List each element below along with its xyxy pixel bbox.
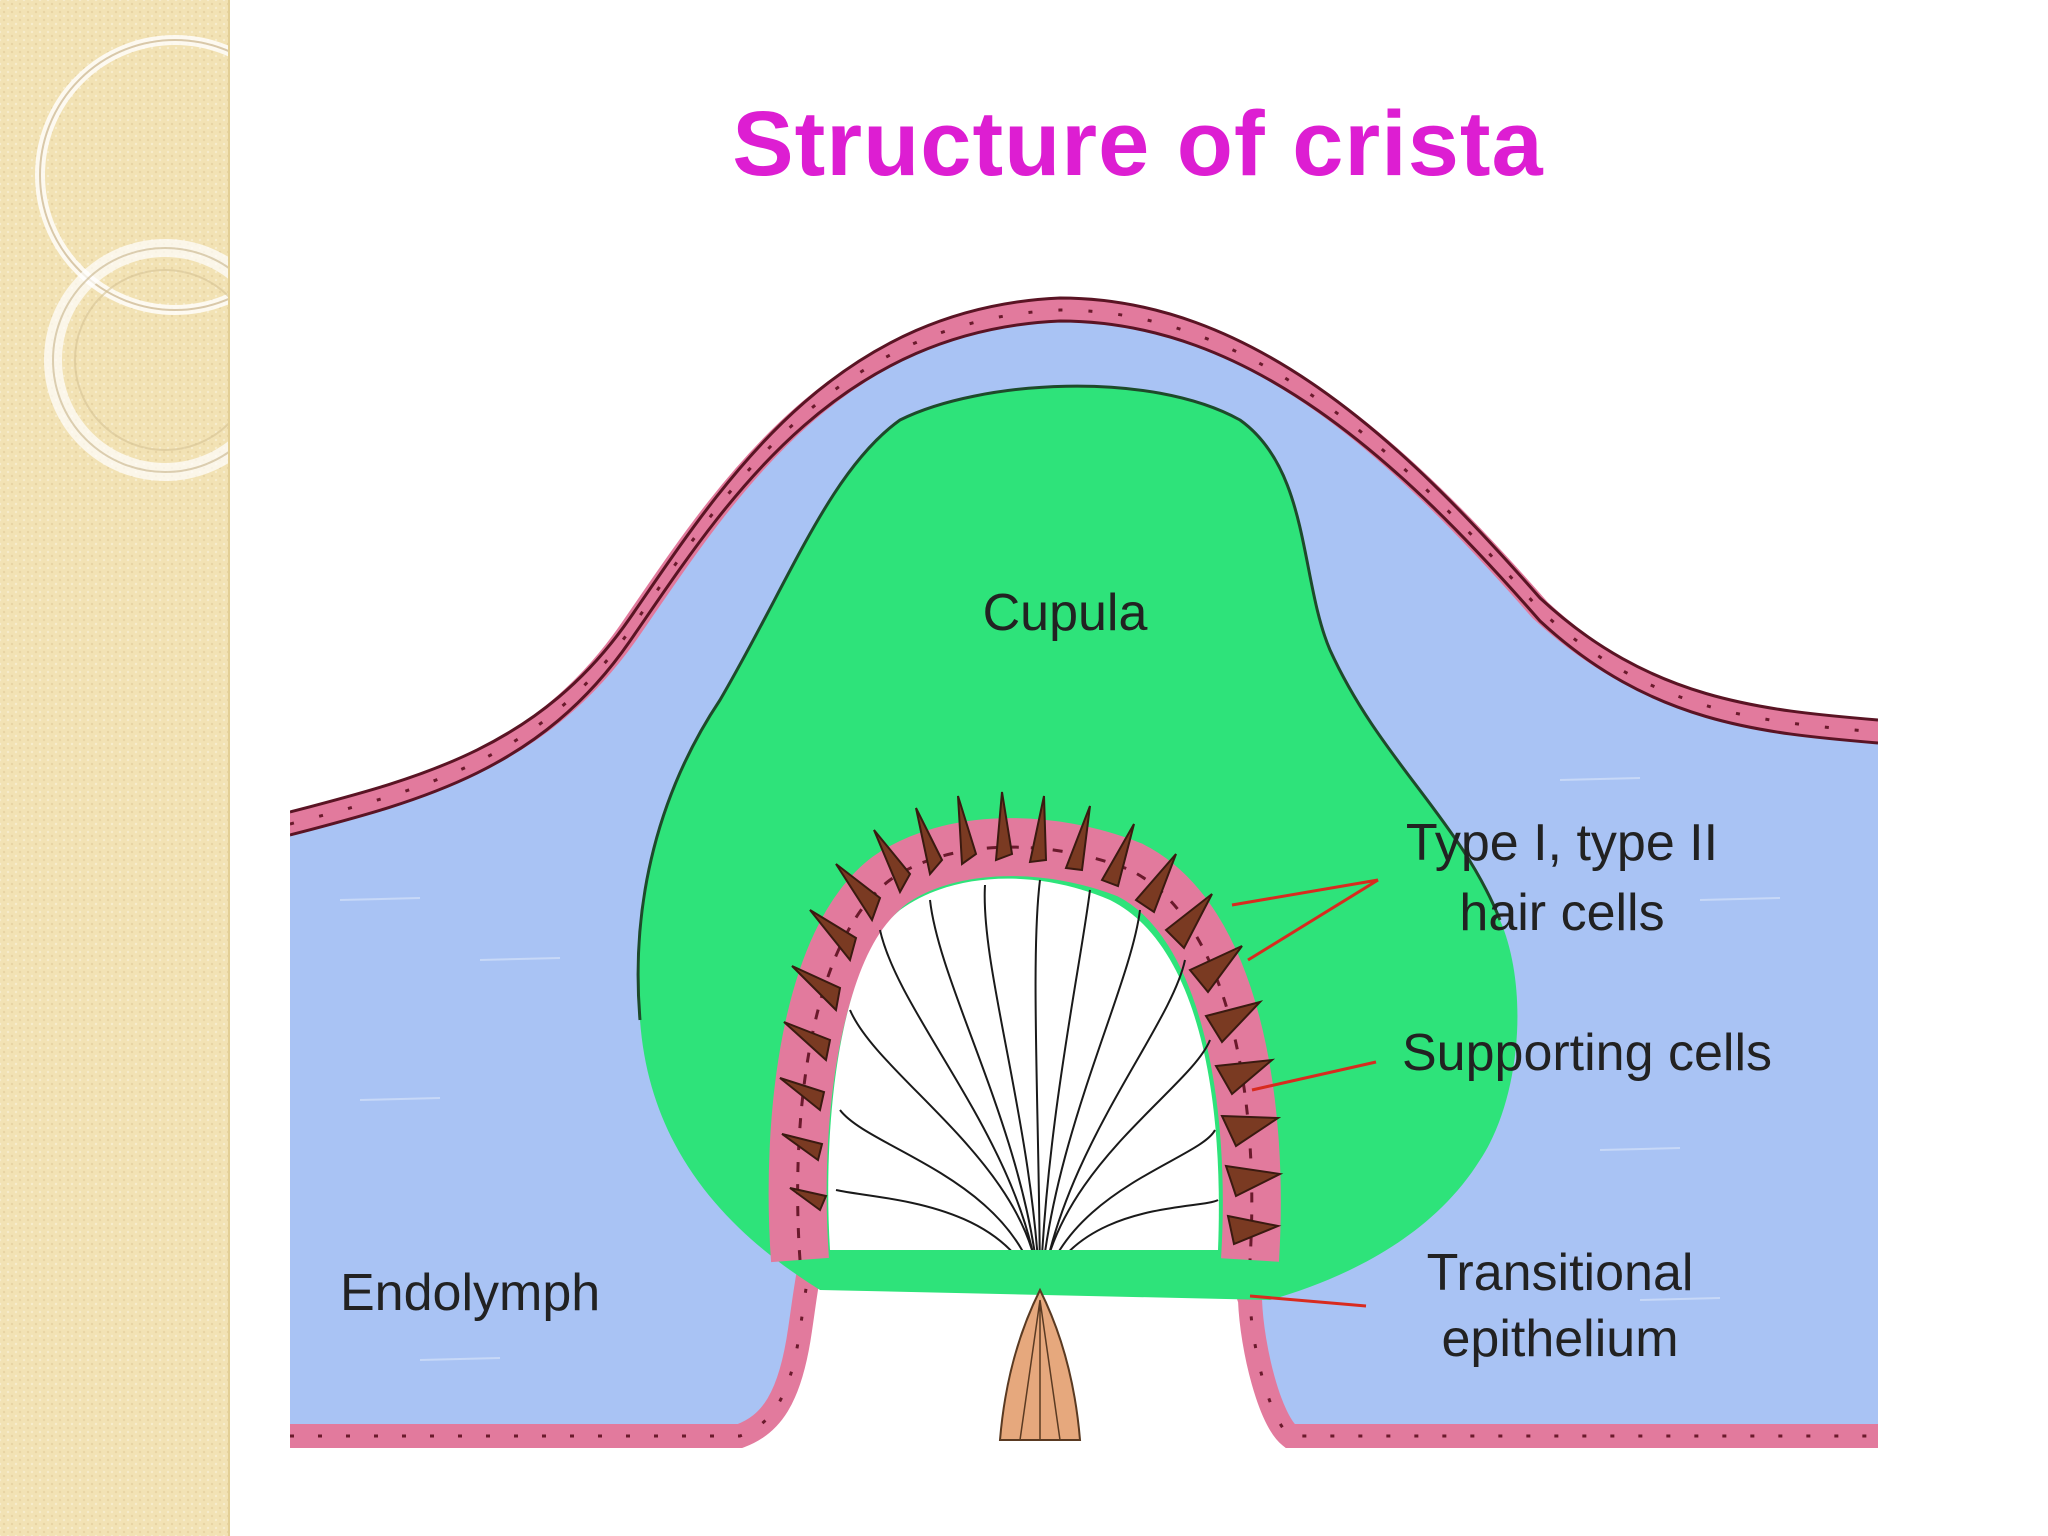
label-cupula: Cupula: [983, 584, 1148, 642]
label-hair-cells-line2: hair cells: [1459, 884, 1664, 942]
decorative-side-band: [0, 0, 230, 1536]
label-pointers: [1231, 878, 1379, 1308]
slide-title: Structure of crista: [732, 93, 1544, 195]
decorative-rings-icon: [35, 35, 228, 481]
label-supporting-cells: Supporting cells: [1402, 1024, 1772, 1082]
nerve-fibres: [835, 879, 1219, 1250]
label-hair-cells-line1: Type I, type II: [1406, 814, 1718, 872]
hair-cells: [779, 791, 1284, 1246]
label-transitional-line1: Transitional: [1427, 1244, 1694, 1302]
crista-core: [828, 878, 1219, 1250]
label-transitional-line2: epithelium: [1441, 1310, 1678, 1368]
label-endolymph: Endolymph: [340, 1264, 600, 1322]
